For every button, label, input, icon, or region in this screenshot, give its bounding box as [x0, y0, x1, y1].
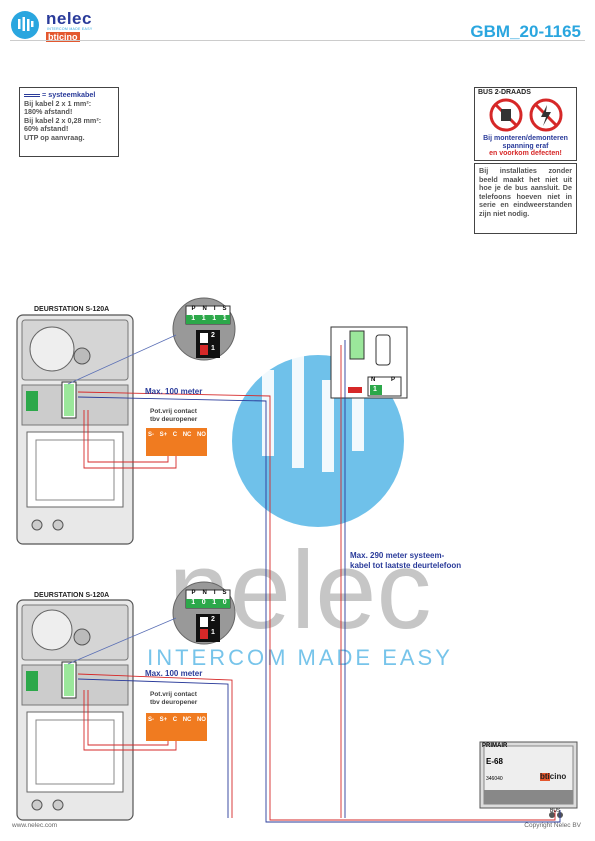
- bus-line: Bij monteren/demonteren: [483, 135, 568, 142]
- bus-line: spanning eraf: [502, 142, 549, 150]
- contact-line: Pot.vrij contact: [150, 691, 197, 698]
- terminal-labels-2: S- S+ C NC NO: [148, 717, 206, 723]
- dip-values-2: 1 0 1 0: [188, 599, 230, 606]
- max-290-line: Max. 290 meter systeem-: [350, 551, 445, 560]
- footer-right: Copyright Nelec BV: [524, 822, 581, 829]
- dip-zoom-1: [67, 297, 236, 385]
- cable-line: Bij kabel 2 x 1 mm²:: [24, 98, 92, 108]
- brand-logo: nelec INTERCOM MADE EASY bticino: [10, 9, 120, 44]
- cable-line: UTP op aanvraag.: [24, 132, 85, 142]
- cable-line: 60% afstand!: [24, 124, 69, 134]
- terminal-label: NO: [196, 717, 206, 723]
- footer-left: www.nelec.com: [12, 822, 58, 829]
- dip-label: P: [191, 306, 196, 312]
- dip-labels-1: P N I S: [188, 306, 230, 312]
- cable-legend: = systeemkabel: [42, 90, 96, 99]
- dip-label: I: [213, 306, 216, 312]
- power-brand: bticino: [540, 772, 567, 781]
- dip-value: 1: [222, 315, 227, 322]
- contact-label-1: Pot.vrij contact tbv deuropener: [150, 408, 197, 423]
- dip-value: 1: [212, 315, 217, 322]
- contact-line: tbv deuropener: [150, 415, 198, 423]
- terminal-label: S-: [148, 432, 154, 438]
- switch-pos-2: 2: [211, 616, 215, 623]
- dip-value: 0: [201, 599, 206, 606]
- orange-terminal-2: [146, 713, 207, 741]
- terminal-label: S+: [159, 432, 168, 438]
- cable-line: 180% afstand!: [24, 107, 73, 117]
- cable-note: = systeemkabel Bij kabel 2 x 1 mm²: 180%…: [19, 87, 119, 157]
- bus-line: en voorkom defecten!: [489, 150, 562, 157]
- max-290-line: kabel tot laatste deurtelefoon: [350, 561, 462, 570]
- terminal-label: C: [172, 432, 178, 438]
- power-code: 346040: [486, 776, 503, 782]
- dip-value: 1: [191, 315, 196, 322]
- dip-value: 1: [212, 599, 217, 606]
- power-model: E-68: [486, 757, 503, 766]
- dip-labels-2: P N I S: [188, 590, 230, 596]
- install-note: Bij installaties zonder beeld maakt het …: [474, 163, 577, 234]
- nelec-logo-icon: [11, 11, 39, 39]
- cable-line: Bij kabel 2 x 0,28 mm²:: [24, 115, 102, 125]
- dip-label: I: [213, 590, 216, 596]
- terminal-label: C: [172, 717, 178, 723]
- brand-name: nelec: [46, 9, 92, 28]
- terminal-label: S+: [159, 717, 168, 723]
- terminal-labels-1: S- S+ C NC NO: [148, 432, 206, 438]
- switch-pos-1: 1: [211, 345, 215, 352]
- contact-label-2: Pot.vrij contact tbv deuropener: [150, 691, 197, 706]
- contact-line: Pot.vrij contact: [150, 408, 197, 415]
- contact-line: tbv deuropener: [150, 698, 198, 706]
- station-title-2: DEURSTATION S-120A: [34, 592, 110, 599]
- terminal-label: NC: [182, 432, 192, 438]
- dip-zoom-2: [67, 581, 236, 665]
- handset-p-label: P: [391, 377, 396, 383]
- power-supply: [479, 741, 578, 818]
- door-station-1: [16, 314, 134, 545]
- brand-sub: bticino: [46, 32, 80, 42]
- bus-title: BUS 2-DRAADS: [478, 89, 531, 96]
- door-station-2: [16, 599, 134, 821]
- watermark-tagline: INTERCOM MADE EASY: [147, 645, 453, 670]
- terminal-label: S-: [148, 717, 154, 723]
- bus-wires: [77, 340, 561, 823]
- max-100-label-1: Max. 100 meter: [145, 387, 203, 396]
- handset-np-value: 1: [373, 386, 377, 393]
- dip-label: N: [202, 306, 207, 312]
- dip-value: 0: [222, 599, 227, 606]
- no-power-icon: [489, 98, 562, 132]
- handset-unit: [330, 326, 408, 399]
- switch-pos-2: 2: [211, 332, 215, 339]
- dip-label: N: [202, 590, 207, 596]
- switch-pos-1: 1: [211, 629, 215, 636]
- station-title-1: DEURSTATION S-120A: [34, 306, 110, 313]
- max-290-label: Max. 290 meter systeem- kabel tot laatst…: [350, 551, 461, 571]
- brand-tagline: INTERCOM MADE EASY: [47, 27, 93, 31]
- dip-value: 1: [201, 315, 206, 322]
- doc-code: GBM_20-1165: [470, 22, 581, 41]
- terminal-label: NO: [196, 432, 206, 438]
- orange-terminal-1: [146, 428, 207, 456]
- bus-warning: BUS 2-DRAADS Bij monteren/demonteren spa…: [474, 87, 577, 161]
- max-100-label-2: Max. 100 meter: [145, 669, 203, 678]
- dip-label: S: [222, 590, 227, 596]
- handset-n-label: N: [371, 377, 376, 383]
- power-primair: PRIMAIR: [482, 743, 508, 749]
- header-divider: [10, 40, 585, 41]
- dip-value: 1: [191, 599, 196, 606]
- power-bus: BUS: [550, 808, 561, 814]
- dip-label: P: [191, 590, 196, 596]
- dip-values-1: 1 1 1 1: [188, 315, 230, 322]
- dip-label: S: [222, 306, 227, 312]
- terminal-label: NC: [182, 717, 192, 723]
